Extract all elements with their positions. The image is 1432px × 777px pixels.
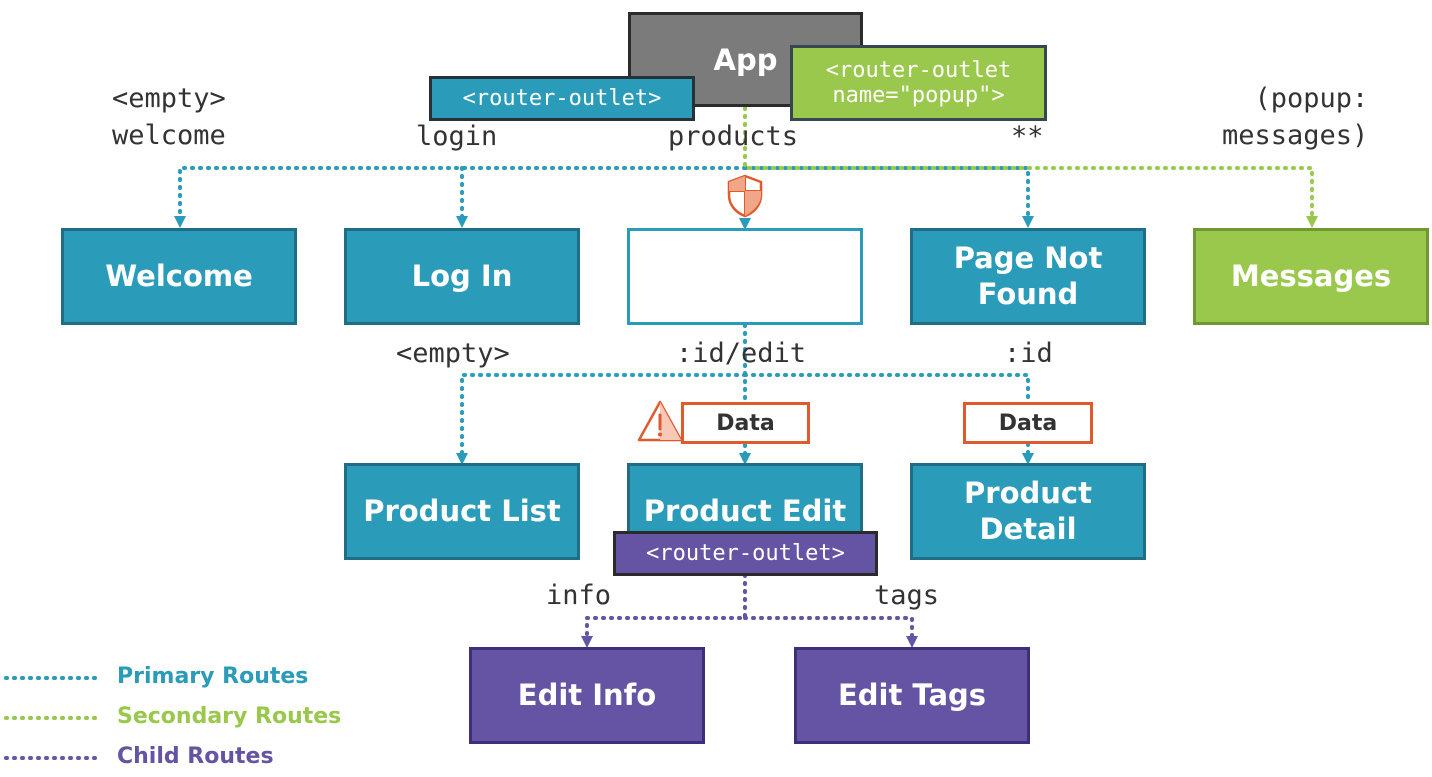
child-route-line xyxy=(585,573,747,640)
primary-route-line xyxy=(743,166,1030,220)
child-router-outlet: <router-outlet> xyxy=(613,531,878,576)
child-route-line xyxy=(743,616,914,640)
primary-router-outlet: <router-outlet> xyxy=(429,76,695,121)
welcome-node: Welcome xyxy=(61,228,297,325)
messages-node: Messages xyxy=(1193,228,1429,325)
secondary-router-outlet: <router-outlet name="popup"> xyxy=(790,45,1047,121)
primary-route-line xyxy=(460,373,747,457)
arrowhead xyxy=(1306,216,1318,228)
arrowhead xyxy=(1022,453,1034,465)
arrowhead xyxy=(174,216,186,228)
path-label-products: products xyxy=(668,121,799,152)
path-label-empty-welcome: <empty> welcome xyxy=(112,83,226,152)
product-edit-data-resolver: Data xyxy=(681,402,810,444)
page-not-found-node: Page Not Found xyxy=(910,228,1146,325)
product-detail-data-resolver: Data xyxy=(963,402,1093,444)
login-node: Log In xyxy=(344,228,580,325)
path-label-tags: tags xyxy=(874,580,940,611)
arrowhead xyxy=(739,453,751,465)
legend-label-secondary: Secondary Routes xyxy=(117,704,342,729)
path-label-empty-child: <empty> xyxy=(396,338,510,369)
path-label-wildcard: ** xyxy=(1011,121,1044,152)
arrowhead xyxy=(739,218,751,230)
edit-info-node: Edit Info xyxy=(469,647,705,744)
warning-icon xyxy=(637,400,683,442)
edit-tags-node: Edit Tags xyxy=(794,647,1030,744)
path-label-login: login xyxy=(416,121,498,152)
arrowhead xyxy=(581,636,593,648)
legend-label-primary: Primary Routes xyxy=(117,664,309,689)
legend-label-child: Child Routes xyxy=(117,744,274,769)
path-label-id: :id xyxy=(1004,338,1053,369)
secondary-route-line xyxy=(743,106,1314,220)
app-label: App xyxy=(713,43,778,77)
product-list-node: Product List xyxy=(344,463,580,560)
arrowhead xyxy=(456,453,468,465)
arrowhead xyxy=(456,216,468,228)
shield-icon xyxy=(727,174,763,218)
path-label-id-edit: :id/edit xyxy=(676,338,807,369)
primary-route-line xyxy=(178,166,747,220)
arrowhead xyxy=(906,636,918,648)
path-label-popup-messages: (popup: messages) xyxy=(1222,83,1369,152)
arrowhead xyxy=(1022,216,1034,228)
products-node xyxy=(627,228,863,325)
path-label-info: info xyxy=(546,580,612,611)
product-detail-node: Product Detail xyxy=(910,463,1146,560)
